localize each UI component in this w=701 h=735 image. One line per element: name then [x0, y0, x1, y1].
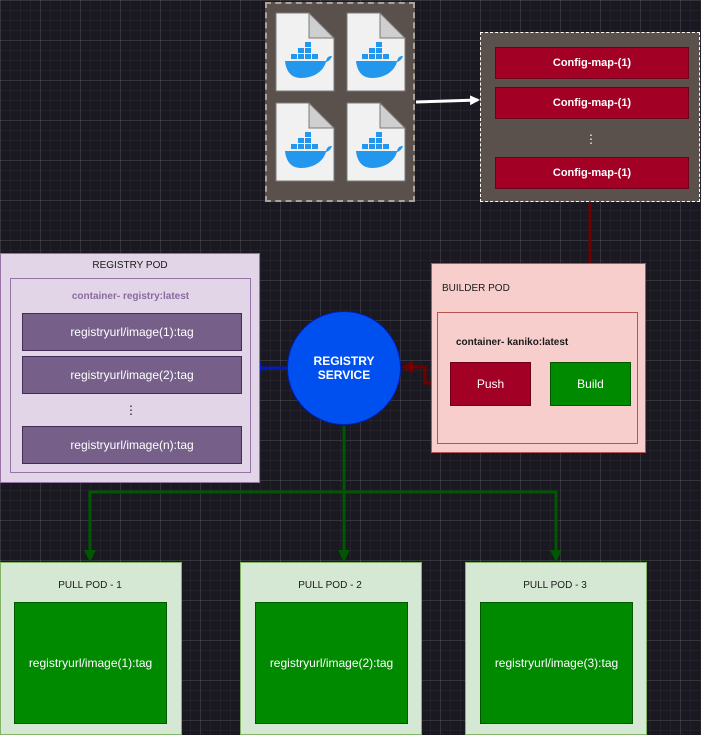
arrow-registry-service-to-pull-pod-1: [84, 490, 344, 562]
arrow-registry-service-to-pull-pod-3: [344, 490, 562, 562]
builder-container-label: container- kaniko:latest: [456, 337, 569, 348]
builder-pod[interactable]: [431, 263, 646, 453]
builder-container[interactable]: [437, 312, 638, 444]
registry-container-label: container- registry:latest: [71, 290, 190, 302]
builder-pod-title: BUILDER POD: [442, 283, 510, 294]
config-map-box[interactable]: Config-map-(1): [495, 47, 689, 79]
pull-pod-title: PULL POD - 2: [298, 579, 362, 591]
config-map-box[interactable]: Config-map-(1): [495, 87, 689, 119]
registry-image-item[interactable]: registryurl/image(1):tag: [22, 313, 242, 351]
dockerfile-icon: [346, 11, 407, 92]
pull-pod-title: PULL POD - 1: [58, 579, 122, 591]
registry-service-node[interactable]: REGISTRY SERVICE: [287, 311, 401, 425]
dockerfile-icon: [275, 11, 336, 92]
pull-pod-image-box[interactable]: registryurl/image(2):tag: [255, 602, 408, 724]
pull-pod-image-box[interactable]: registryurl/image(1):tag: [14, 602, 167, 724]
registry-container[interactable]: [10, 278, 251, 473]
pull-pod-image-box[interactable]: registryurl/image(3):tag: [480, 602, 633, 724]
arrow-dockerfiles-to-configmaps: [415, 95, 480, 106]
registry-service-label-line2: SERVICE: [317, 368, 371, 382]
config-map-group[interactable]: Config-map-(1) Config-map-(1) ⋮ Config-m…: [480, 32, 700, 202]
pull-pod-title: PULL POD - 3: [523, 579, 587, 591]
config-map-box[interactable]: Config-map-(1): [495, 157, 689, 189]
build-step-box[interactable]: Build: [550, 362, 631, 406]
config-map-ellipsis: ⋮: [585, 132, 597, 146]
push-step-box[interactable]: Push: [450, 362, 531, 406]
dockerfile-icon: [346, 101, 407, 182]
dockerfile-icon: [275, 101, 336, 182]
registry-service-label-line1: REGISTRY: [313, 354, 375, 368]
registry-image-item[interactable]: registryurl/image(2):tag: [22, 356, 242, 394]
registry-image-ellipsis: ⋮: [125, 403, 137, 417]
registry-image-item[interactable]: registryurl/image(n):tag: [22, 426, 242, 464]
registry-pod-title: REGISTRY POD: [92, 259, 168, 271]
